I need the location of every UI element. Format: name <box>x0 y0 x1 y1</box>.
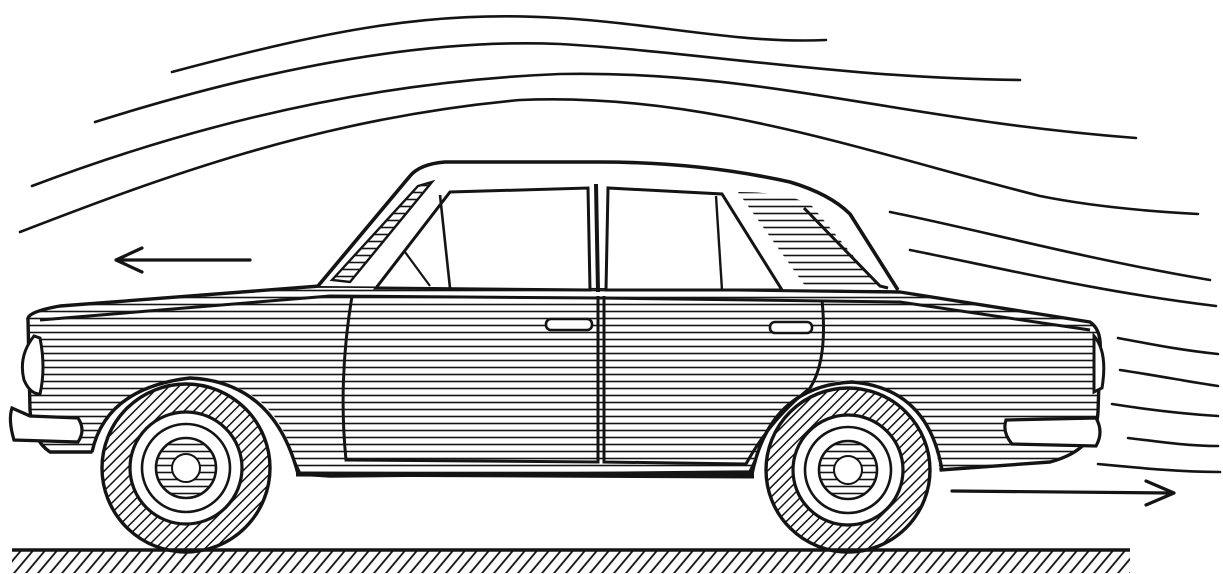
left-arrow-icon <box>116 248 250 272</box>
headlight <box>22 336 43 394</box>
airflow-line <box>1118 338 1218 354</box>
airflow-line <box>890 212 1210 280</box>
rear-wheel <box>766 388 930 552</box>
airflow-line <box>1112 404 1218 416</box>
tail-light <box>1094 336 1104 392</box>
front-wheel <box>102 384 270 552</box>
front-door-handle <box>546 319 592 330</box>
airflow-line <box>910 250 1216 306</box>
airflow-line <box>1120 370 1218 386</box>
rear-bumper <box>1005 418 1100 446</box>
airflow-line <box>1128 438 1218 446</box>
right-arrow-icon <box>952 481 1174 505</box>
rear-door-handle <box>770 322 812 333</box>
airflow-line <box>1098 464 1220 472</box>
